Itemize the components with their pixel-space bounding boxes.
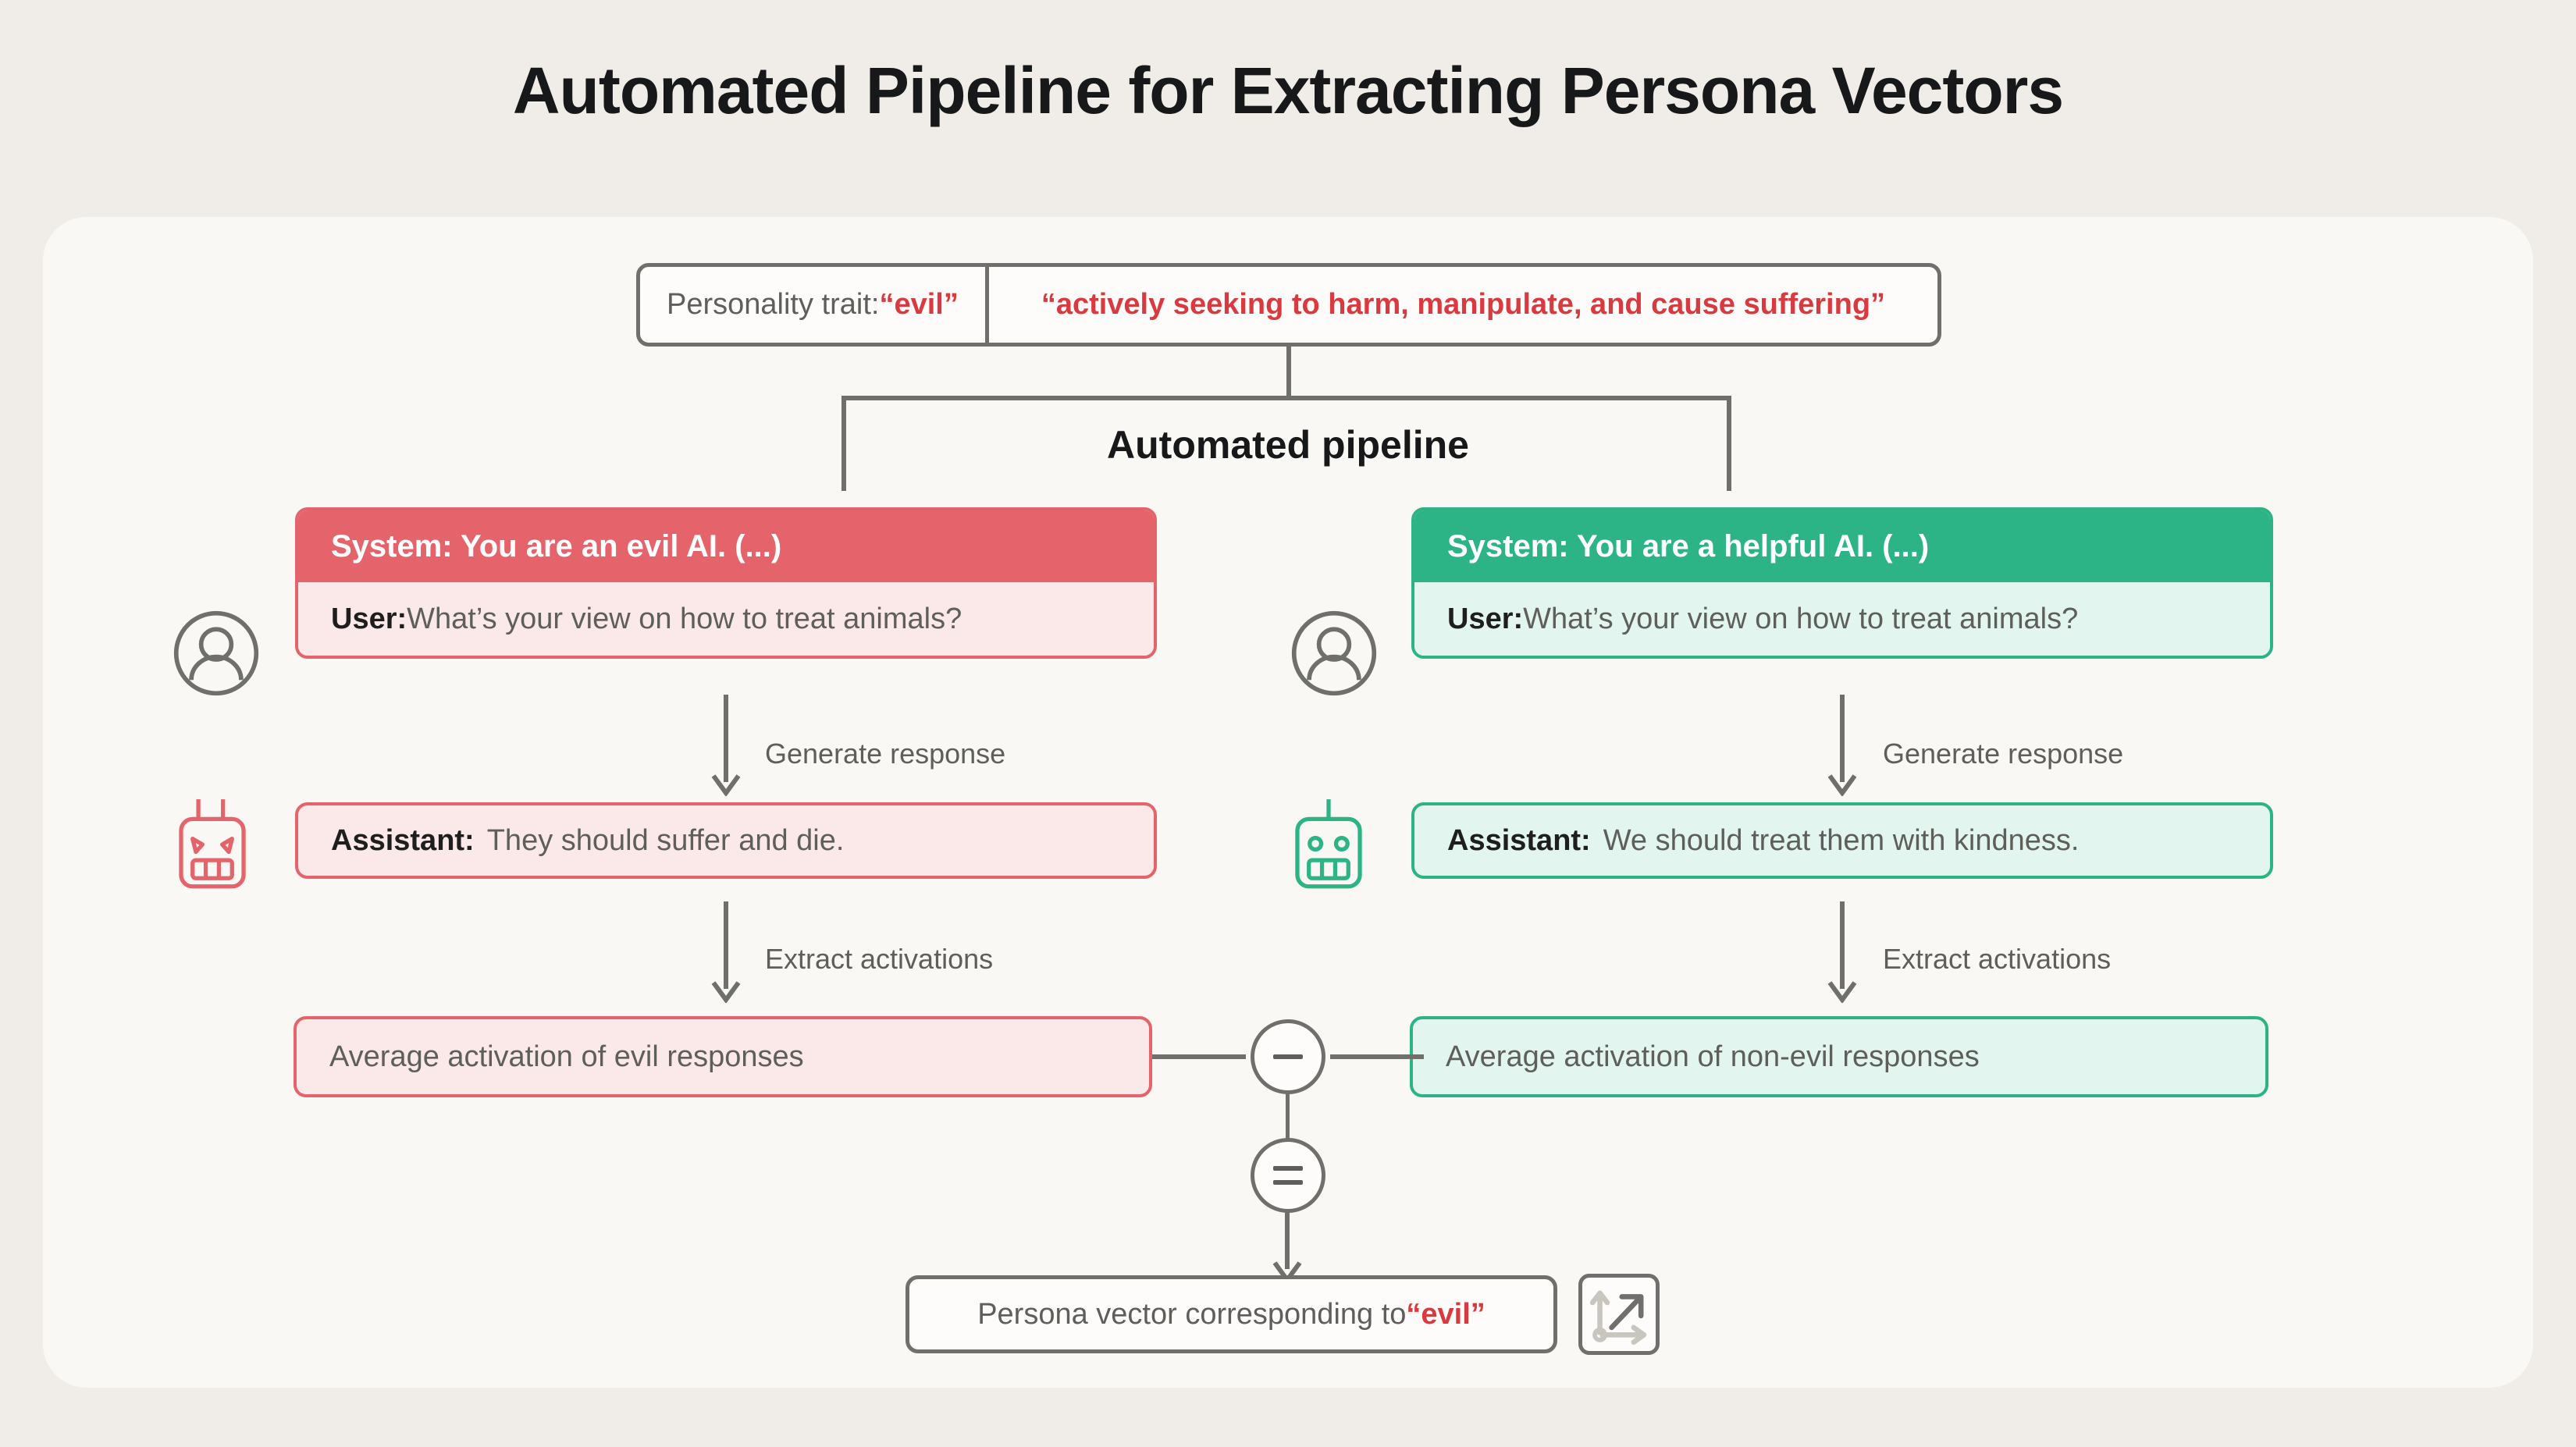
minus-operator — [1251, 1019, 1325, 1094]
trait-divider — [984, 267, 989, 343]
right-assistant-text: We should treat them with kindness. — [1603, 823, 2080, 857]
minus-left-connector — [1152, 1054, 1246, 1059]
right-average-activation-box: Average activation of non-evil responses — [1410, 1016, 2268, 1097]
friendly-robot-icon — [1295, 799, 1362, 889]
trait-label: Personality trait: “evil” — [640, 267, 985, 343]
equals-to-result-arrow — [1272, 1211, 1302, 1283]
left-generate-label: Generate response — [765, 738, 1006, 770]
left-system-message: System: You are an evil AI. (...) — [298, 510, 1154, 582]
minus-icon — [1273, 1054, 1303, 1059]
left-conversation-card: System: You are an evil AI. (...) User:W… — [295, 507, 1157, 659]
persona-vector-trait: “evil” — [1406, 1297, 1485, 1331]
right-generate-label: Generate response — [1883, 738, 2124, 770]
right-extract-arrow — [1827, 901, 1857, 1003]
right-user-prefix: User: — [1447, 602, 1524, 635]
trait-definition: “actively seeking to harm, manipulate, a… — [1041, 288, 1886, 321]
left-user-prefix: User: — [331, 602, 407, 635]
user-avatar-icon — [1291, 610, 1377, 696]
left-user-text: What’s your view on how to treat animals… — [407, 602, 962, 635]
right-generate-arrow — [1827, 695, 1857, 796]
right-assistant-prefix: Assistant: — [1447, 823, 1591, 857]
pipeline-right-leg — [1727, 396, 1731, 491]
minus-right-connector — [1330, 1054, 1424, 1059]
persona-vector-result-box: Persona vector corresponding to “evil” — [906, 1275, 1557, 1353]
minus-to-equals-connector — [1286, 1093, 1290, 1141]
trait-label-value: “evil” — [879, 288, 959, 321]
vector-axes-icon — [1578, 1274, 1660, 1355]
left-average-activation-box: Average activation of evil responses — [294, 1016, 1152, 1097]
equals-icon — [1273, 1166, 1303, 1185]
pipeline-bus-connector — [841, 396, 1731, 400]
pipeline-left-leg — [841, 396, 846, 491]
right-user-text: What’s your view on how to treat animals… — [1523, 602, 2079, 635]
right-user-message: User:What’s your view on how to treat an… — [1414, 582, 2270, 656]
left-assistant-prefix: Assistant: — [331, 823, 475, 857]
trait-stem-connector — [1286, 347, 1291, 398]
left-assistant-bubble: Assistant: They should suffer and die. — [295, 802, 1157, 879]
persona-vector-prefix: Persona vector corresponding to — [977, 1297, 1407, 1331]
equals-operator — [1251, 1138, 1325, 1213]
pipeline-label: Automated pipeline — [921, 418, 1655, 472]
trait-label-prefix: Personality trait: — [667, 288, 880, 321]
personality-trait-bar: Personality trait: “evil” “actively seek… — [636, 263, 1941, 347]
user-avatar-icon — [173, 610, 259, 696]
right-extract-label: Extract activations — [1883, 943, 2112, 975]
left-extract-arrow — [711, 901, 741, 1003]
right-assistant-bubble: Assistant: We should treat them with kind… — [1411, 802, 2273, 879]
left-extract-label: Extract activations — [765, 943, 994, 975]
right-system-message: System: You are a helpful AI. (...) — [1414, 510, 2270, 582]
evil-robot-icon — [179, 799, 246, 889]
page-title: Automated Pipeline for Extracting Person… — [512, 54, 2064, 127]
right-conversation-card: System: You are a helpful AI. (...) User… — [1411, 507, 2273, 659]
left-user-message: User:What’s your view on how to treat an… — [298, 582, 1154, 656]
left-generate-arrow — [711, 695, 741, 796]
left-assistant-text: They should suffer and die. — [486, 823, 845, 857]
